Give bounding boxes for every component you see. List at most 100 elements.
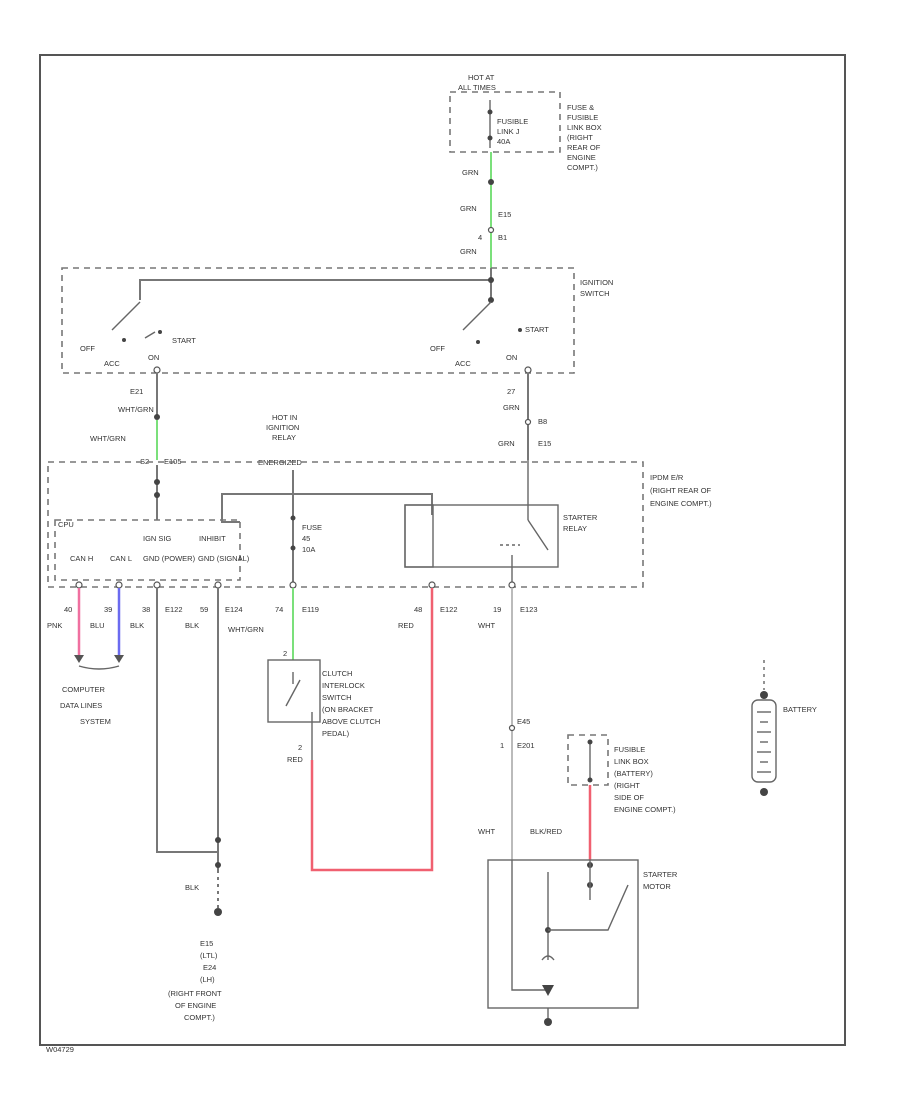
- connector-e15-top: E15: [498, 210, 511, 219]
- fl-battery-label-3: (BATTERY): [614, 769, 653, 778]
- pin-gnd-power: [153, 581, 161, 589]
- fl-battery-top: [587, 739, 593, 745]
- right-acc-label: ACC: [455, 359, 471, 368]
- pin-e21: E21: [130, 387, 143, 396]
- wire-color-wht-grn-3: WHT/GRN: [228, 625, 264, 634]
- pin-74: 74: [275, 605, 283, 614]
- pin-can-h: [75, 581, 83, 589]
- clutch-pin-2b: 2: [298, 743, 302, 752]
- gnd-splice-1: [215, 837, 221, 843]
- wire-color-grn-1: GRN: [462, 168, 479, 177]
- pin-39: 39: [104, 605, 112, 614]
- fl-battery-label-2: LINK BOX: [614, 757, 649, 766]
- ground-point: [214, 908, 222, 916]
- wire-red-loop: [310, 588, 434, 872]
- ignition-switch-right-contact: [462, 301, 492, 331]
- pin-4: 4: [478, 233, 482, 242]
- clutch-label-5: ABOVE CLUTCH: [322, 717, 380, 726]
- relay-contact: [527, 519, 549, 551]
- connector-mark-e15: [487, 226, 495, 234]
- wire-color-grn-2: GRN: [460, 204, 477, 213]
- clutch-label-3: SWITCH: [322, 693, 352, 702]
- pin-b1: B1: [498, 233, 507, 242]
- computer-data-2: DATA LINES: [60, 701, 102, 710]
- conn-e119: E119: [302, 605, 319, 614]
- wire-gnd-power: [156, 588, 218, 853]
- diagram-frame: [39, 54, 846, 1046]
- starter-relay-coil: [404, 504, 434, 568]
- clutch-switch-box: [267, 659, 321, 723]
- gnd-signal-label: GND (SIGNAL): [198, 554, 250, 563]
- can-arrows: [74, 655, 124, 663]
- fuse-45-label-3: 10A: [302, 545, 315, 554]
- connector-e15-mid: E15: [538, 439, 551, 448]
- cpu-box: [54, 519, 241, 581]
- starter-motor-brush: [541, 955, 555, 961]
- battery-negative-terminal: [760, 788, 768, 796]
- ipdm-ign-dot-1: [154, 479, 160, 485]
- ignition-switch-label-1: IGNITION: [580, 278, 613, 287]
- fl-battery-label-6: ENGINE COMPT.): [614, 805, 676, 814]
- starter-motor-box: [487, 859, 639, 1009]
- fuse-box-label-7: COMPT.): [567, 163, 598, 172]
- connector-mark-b8: [524, 418, 532, 426]
- ig1-splice: [154, 414, 160, 420]
- left-contact-start: [158, 330, 162, 334]
- fl-battery-bottom: [587, 777, 593, 783]
- st-terminal: [524, 366, 532, 374]
- wire-color-blk-1: BLK: [130, 621, 144, 630]
- hot-in-ign-3: RELAY: [272, 433, 296, 442]
- inhibit-to-relay-wire: [221, 493, 433, 523]
- can-h-label: CAN H: [70, 554, 93, 563]
- starter-relay-label-1: STARTER: [563, 513, 598, 522]
- starter-motor-symbol: [542, 985, 554, 996]
- ignition-switch-bus: [139, 268, 492, 300]
- fl-battery-label-4: (RIGHT: [614, 781, 640, 790]
- fuse-45-top: [290, 515, 296, 521]
- right-contact-start: [518, 328, 522, 332]
- hot-at-all-times-1: HOT AT: [468, 73, 495, 82]
- clutch-label-4: (ON BRACKET: [322, 705, 374, 714]
- ipdm-outline: [47, 461, 644, 588]
- right-start-label: START: [525, 325, 549, 334]
- left-contact-off: [122, 338, 126, 342]
- hot-in-ign-1: HOT IN: [272, 413, 297, 422]
- pin-40: 40: [64, 605, 72, 614]
- computer-data-3: SYSTEM: [80, 717, 111, 726]
- starter-contact: [548, 884, 629, 931]
- conn-e201: E201: [517, 741, 535, 750]
- fusible-link-battery-outline: [567, 734, 609, 786]
- ground-text-7: COMPT.): [184, 1013, 215, 1022]
- starter-relay-box: [404, 504, 559, 568]
- fuse-45-label-2: 45: [302, 534, 310, 543]
- pin-s2: S2: [140, 457, 149, 466]
- conn-e122b: E122: [440, 605, 458, 614]
- left-on-label: ON: [148, 353, 159, 362]
- figure-id: W04729: [46, 1045, 74, 1054]
- fuse-box-label-4: (RIGHT: [567, 133, 593, 142]
- right-on-label: ON: [506, 353, 517, 362]
- pin-48: 48: [414, 605, 422, 614]
- battery-label: BATTERY: [783, 705, 817, 714]
- fuse-link-box-outline: [449, 91, 561, 153]
- fusible-link-terminal-bottom: [487, 135, 493, 141]
- wire-color-blu: BLU: [90, 621, 105, 630]
- starter-ground: [544, 1018, 552, 1026]
- wire-color-blk-3: BLK: [185, 883, 199, 892]
- cpu-label: CPU: [58, 520, 74, 529]
- conn-e45: E45: [517, 717, 530, 726]
- fuse-box-label-3: LINK BOX: [567, 123, 602, 132]
- ipdm-label-2: (RIGHT REAR OF: [650, 486, 712, 495]
- pin-can-l: [115, 581, 123, 589]
- ipdm-label-1: IPDM E/R: [650, 473, 684, 482]
- fl-battery-label-5: SIDE OF: [614, 793, 644, 802]
- ground-text-1: E15: [200, 939, 213, 948]
- ground-text-2: (LTL): [200, 951, 218, 960]
- starter-relay-label-2: RELAY: [563, 524, 587, 533]
- fuse-box-label-1: FUSE &: [567, 103, 594, 112]
- battery-body: [751, 699, 777, 783]
- fuse-box-label-2: FUSIBLE: [567, 113, 598, 122]
- wire-color-red-2: RED: [287, 755, 303, 764]
- fusible-link-label-1: FUSIBLE: [497, 117, 528, 126]
- pin-b8: B8: [538, 417, 547, 426]
